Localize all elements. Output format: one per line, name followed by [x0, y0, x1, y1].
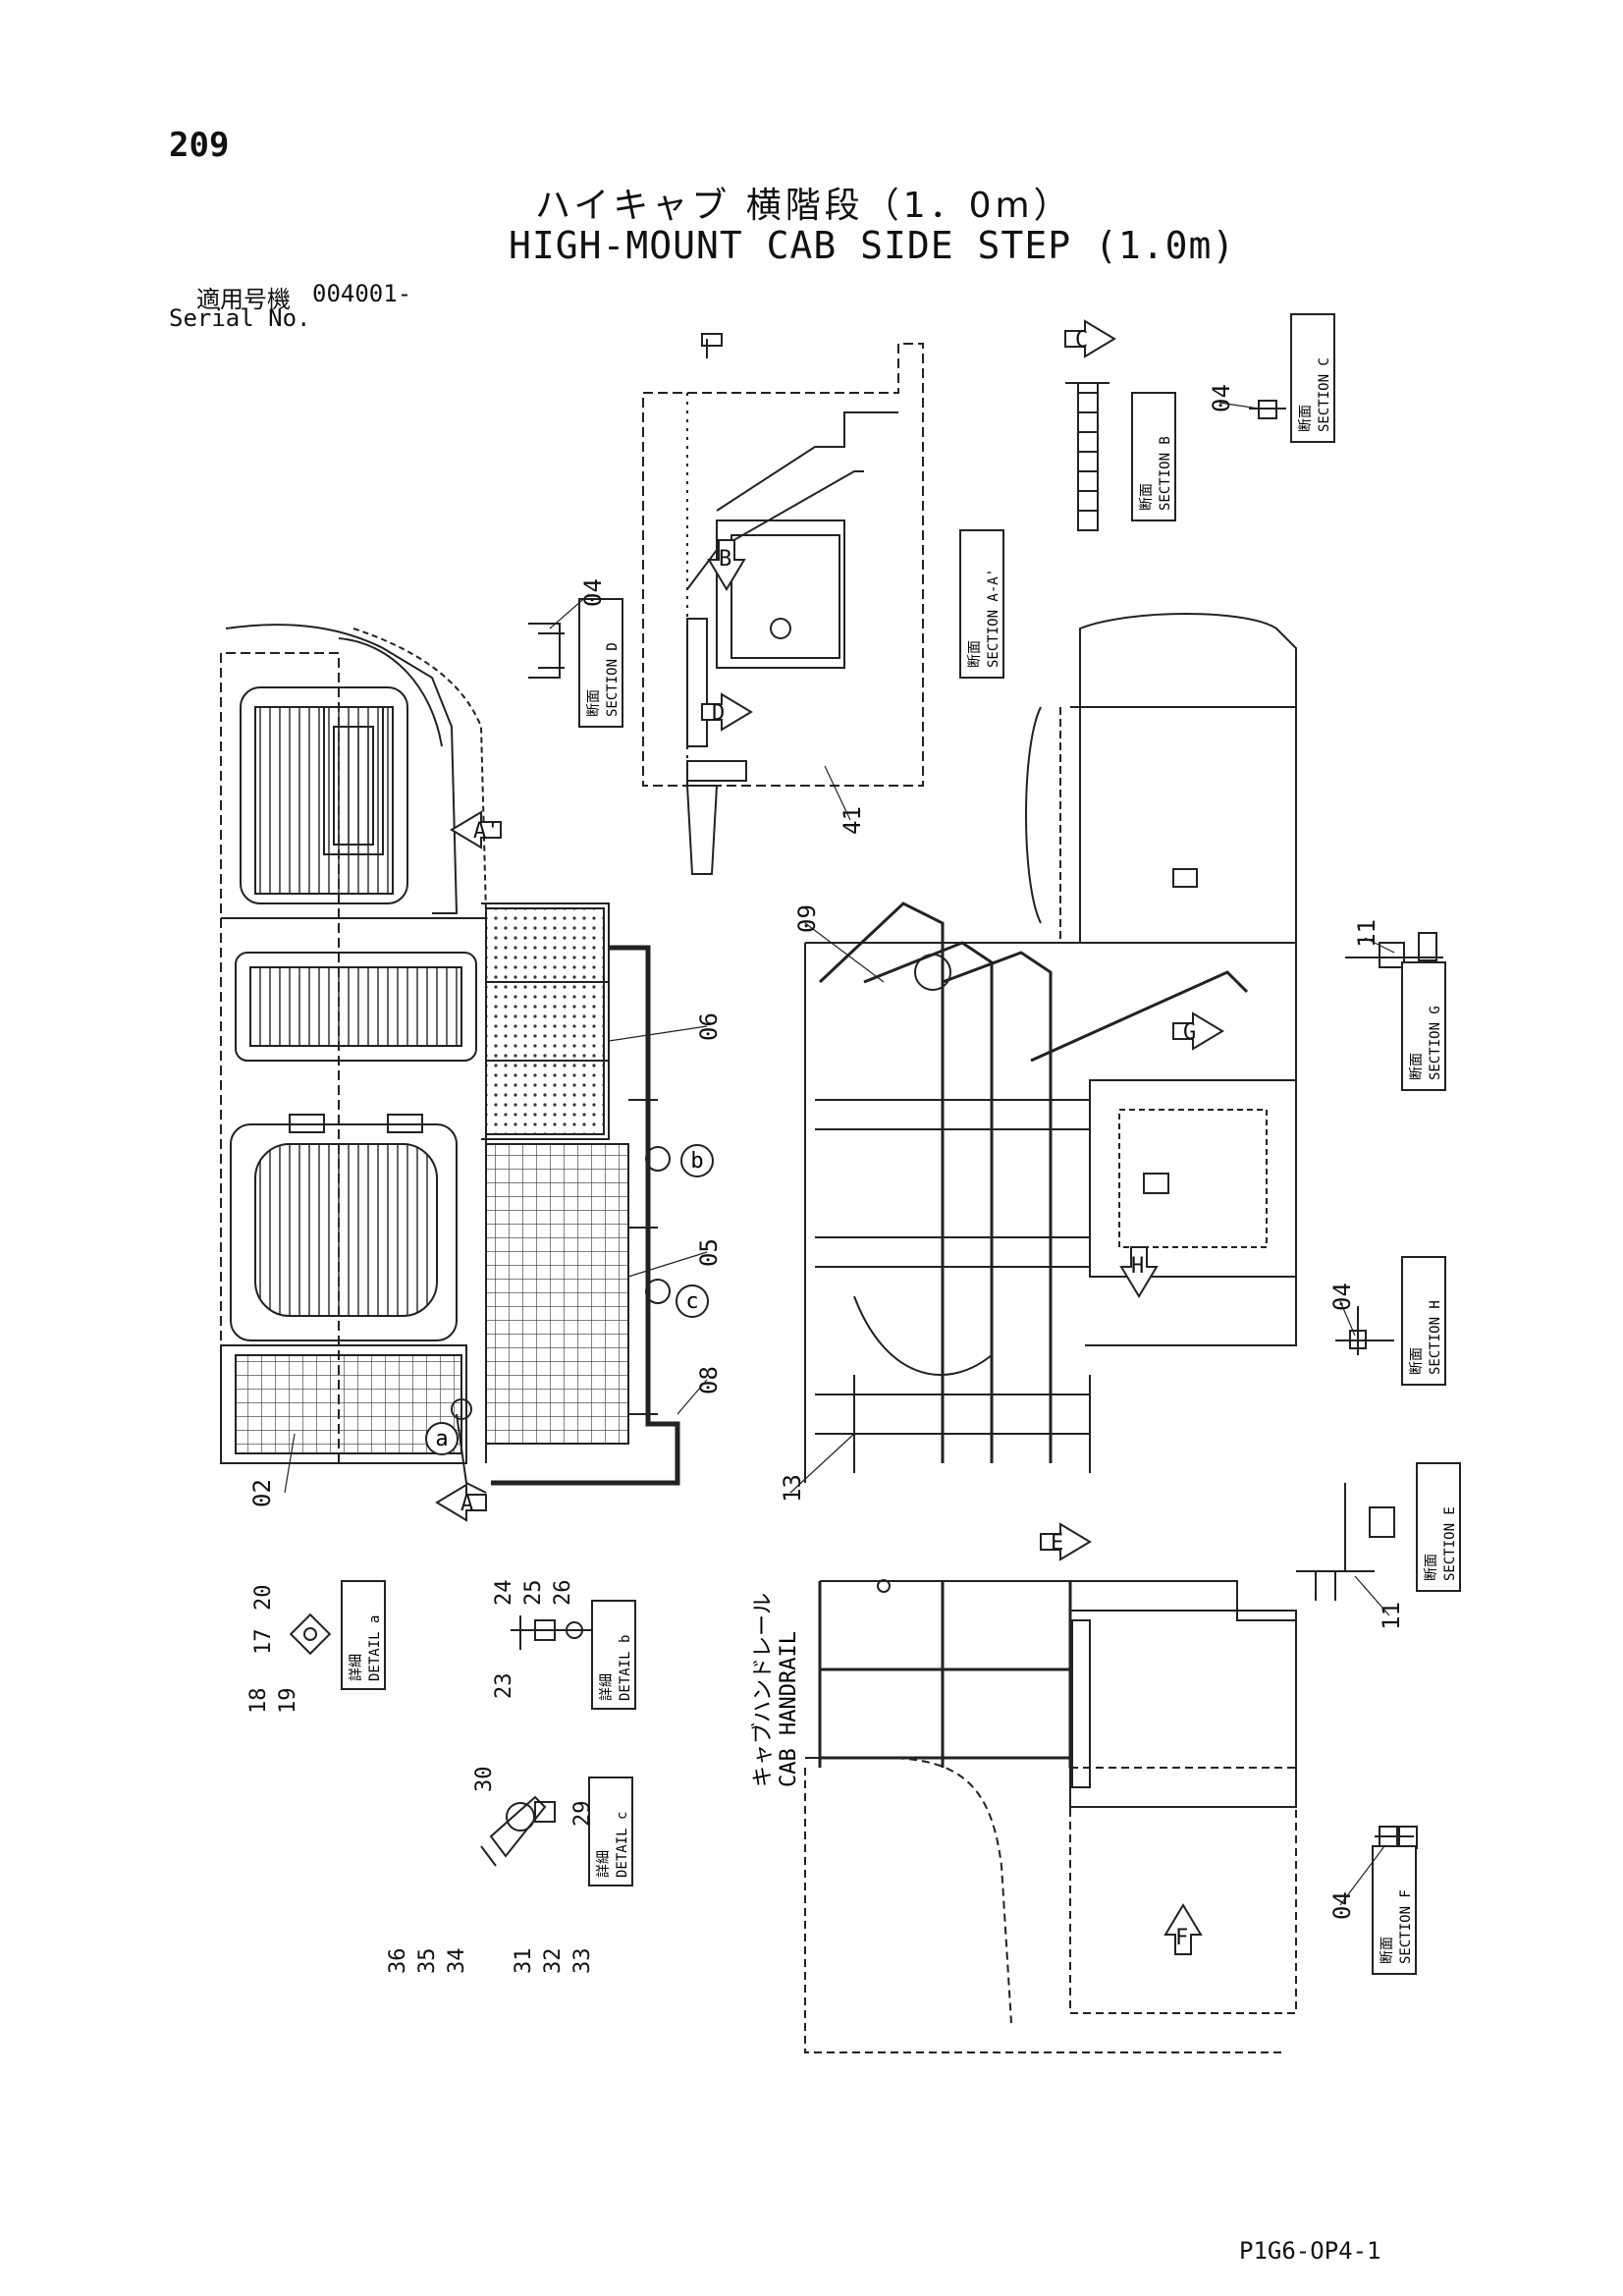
arrow-label-d: D [712, 701, 725, 726]
detail-a-view [289, 1613, 332, 1656]
part-13: 13 [779, 1474, 806, 1503]
arrow-label-c: C [1075, 328, 1088, 353]
part-09: 09 [793, 904, 821, 933]
part-04-f: 04 [1328, 1891, 1356, 1920]
serial-label-japanese: 適用号機 [196, 286, 291, 313]
detail-label-c: DETAIL c [615, 1812, 630, 1878]
detail-jp-a: 詳細 [349, 1654, 364, 1681]
detail-jp-b: 詳細 [599, 1673, 615, 1701]
detail-circle-c: c [685, 1289, 698, 1314]
section-jp-g: 断面 [1409, 1053, 1425, 1080]
part-20: 20 [251, 1585, 276, 1612]
arrow-label-b: B [719, 547, 731, 572]
title-english: HIGH-MOUNT CAB SIDE STEP (1.0m) [509, 224, 1236, 267]
part-29: 29 [570, 1801, 595, 1828]
handrail-label-jp: キャブハンドレール [751, 1593, 776, 1787]
section-jp-c: 断面 [1298, 405, 1314, 432]
part-05: 05 [695, 1238, 723, 1267]
detail-label-a: DETAIL a [367, 1615, 383, 1681]
part-08: 08 [695, 1366, 723, 1394]
part-number-labels: 04 04 04 04 02 05 06 08 09 11 11 13 41 2… [246, 384, 1405, 1974]
section-h-view [1335, 1306, 1394, 1355]
detail-c-view [480, 1795, 556, 1867]
detail-circle-b: b [690, 1149, 703, 1174]
part-04-c: 04 [1208, 384, 1235, 412]
arrow-label-a-prime: A' [473, 819, 500, 844]
page-number: 209 [169, 126, 230, 165]
section-jp-a: 断面 [967, 640, 983, 668]
section-label-a-a: SECTION A-A' [986, 569, 1001, 668]
arrow-label-f: F [1175, 1926, 1188, 1950]
page-code: P1G6-OP4-1 [1239, 2237, 1381, 2265]
section-b-view [1065, 382, 1109, 531]
section-label-h: SECTION H [1428, 1300, 1443, 1375]
section-labels: 断面 SECTION A-A' 断面 SECTION B 断面 SECTION … [341, 313, 1461, 1975]
arrow-label-e: E [1051, 1531, 1063, 1556]
handrail-label-en: CAB HANDRAIL [777, 1631, 801, 1787]
cab-handrail-view [804, 1579, 1297, 2053]
serial-label-english: Serial No. [169, 304, 311, 332]
part-41: 41 [839, 806, 866, 835]
section-label-f: SECTION F [1398, 1889, 1414, 1964]
view-arrows: A' A B C D E F G [435, 319, 1224, 1955]
part-17: 17 [251, 1629, 276, 1656]
side-view-step [804, 613, 1297, 1483]
section-g-view [1345, 932, 1443, 968]
detail-jp-c: 詳細 [596, 1850, 612, 1878]
serial-number-value: 004001- [312, 280, 412, 307]
part-04-d: 04 [579, 578, 607, 607]
detail-label-b: DETAIL b [618, 1635, 633, 1701]
section-label-e: SECTION E [1442, 1506, 1458, 1581]
section-label-d: SECTION D [605, 642, 621, 717]
section-a-a-view [642, 333, 924, 875]
part-30: 30 [472, 1767, 497, 1793]
part-34: 34 [445, 1948, 469, 1975]
part-36: 36 [386, 1948, 410, 1975]
section-e-view [1296, 1483, 1395, 1601]
section-jp-h: 断面 [1409, 1347, 1425, 1375]
leader-lines [284, 402, 1395, 1906]
title-japanese: ハイキャブ 横階段（1．0m） [535, 186, 1073, 226]
section-jp-f: 断面 [1380, 1937, 1395, 1964]
arrow-label-g: G [1183, 1020, 1196, 1045]
part-24: 24 [492, 1580, 516, 1607]
part-19: 19 [276, 1688, 300, 1715]
section-d-view [528, 623, 565, 679]
part-06: 06 [695, 1012, 723, 1041]
section-jp-e: 断面 [1424, 1554, 1439, 1581]
section-c-view [1249, 400, 1286, 419]
machine-top-view [220, 624, 680, 1494]
part-31: 31 [512, 1948, 536, 1975]
arrow-label-h: H [1131, 1254, 1144, 1279]
detail-circle-a: a [435, 1427, 448, 1451]
section-jp-d: 断面 [586, 689, 602, 717]
section-f-view [1375, 1826, 1418, 1849]
part-02: 02 [248, 1479, 276, 1507]
detail-circles: a b c [425, 1144, 714, 1455]
section-label-c: SECTION C [1317, 357, 1332, 432]
part-18: 18 [246, 1688, 271, 1715]
part-23: 23 [492, 1673, 516, 1700]
part-35: 35 [415, 1948, 440, 1975]
part-33: 33 [570, 1948, 595, 1975]
part-32: 32 [541, 1948, 566, 1975]
section-label-b: SECTION B [1158, 436, 1173, 511]
detail-b-view [511, 1615, 599, 1650]
part-26: 26 [551, 1580, 575, 1607]
part-25: 25 [521, 1580, 546, 1607]
section-label-g: SECTION G [1428, 1006, 1443, 1080]
arrow-label-a: A [460, 1492, 473, 1516]
section-jp-b: 断面 [1139, 483, 1155, 511]
